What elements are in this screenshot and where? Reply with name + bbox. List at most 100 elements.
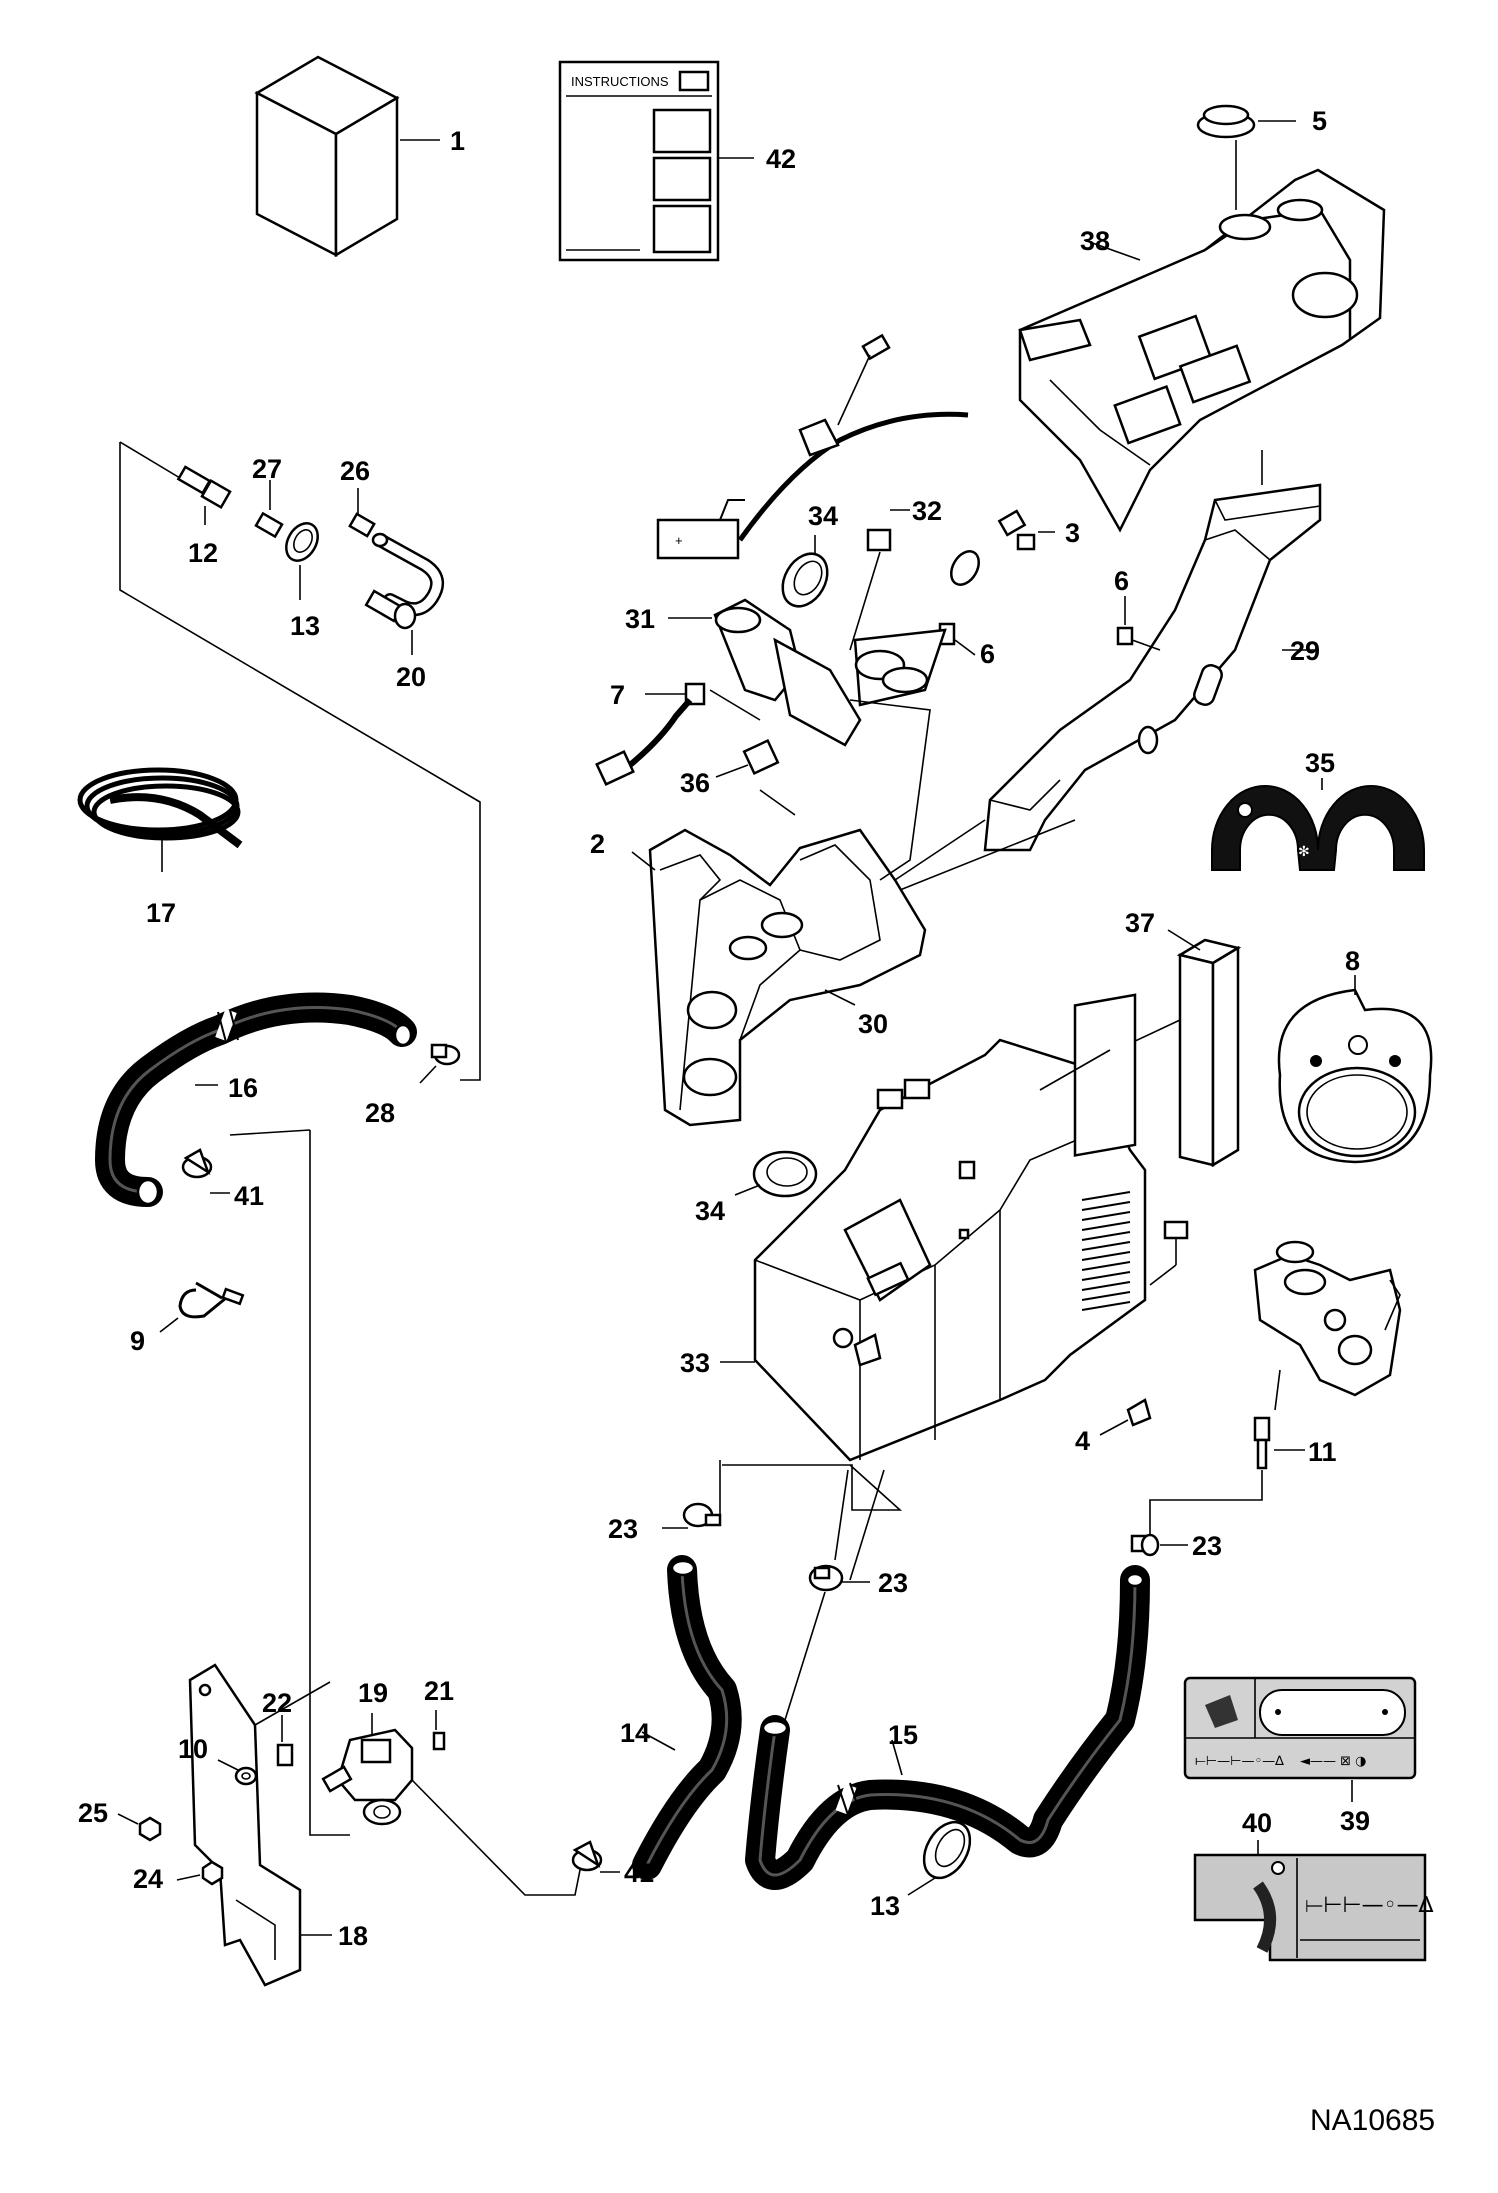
valve-routing-lines (229, 1129, 581, 1896)
callout-23c: 23 (1192, 1531, 1222, 1561)
callout-16: 16 (228, 1073, 258, 1103)
callout-25: 25 (78, 1798, 108, 1828)
callout-6a: 6 (1114, 566, 1129, 596)
svg-text:+: + (675, 533, 683, 548)
part-24-nut (176, 1860, 224, 1886)
svg-text:⟝⊢—⊢—◦—∆: ⟝⊢—⊢—◦—∆ (1195, 1754, 1284, 1769)
part-41-clamp-upper (181, 1148, 230, 1194)
svg-text:✻: ✻ (1298, 844, 1310, 860)
part-33-heater-housing (720, 993, 1147, 1462)
part-31-blower (668, 598, 862, 747)
part-6-screw-b (1116, 596, 1161, 651)
part-12-fitting (176, 465, 232, 525)
part-35-control-decal: ✻ (1211, 778, 1425, 871)
callout-5: 5 (1312, 106, 1327, 136)
callout-37: 37 (1125, 908, 1155, 938)
callout-20: 20 (396, 662, 426, 692)
callout-23b: 23 (878, 1568, 908, 1598)
part-23-clamp-left (662, 1502, 722, 1529)
callout-38: 38 (1080, 226, 1110, 256)
callout-33: 33 (680, 1348, 710, 1378)
part-10-washer (217, 1759, 258, 1786)
callout-3: 3 (1065, 518, 1080, 548)
callout-9: 9 (130, 1326, 145, 1356)
part-1-box (254, 55, 440, 258)
blower-motor-harness: + (656, 333, 969, 560)
callout-35: 35 (1305, 748, 1335, 778)
upper-left-fittings-frame (119, 441, 481, 1081)
part-26-clamp (348, 488, 376, 538)
part-20-tube (364, 532, 445, 655)
part-11-fitting (1149, 1369, 1305, 1540)
callout-41a: 41 (234, 1181, 264, 1211)
callout-8: 8 (1345, 946, 1360, 976)
engine-water-valve (1253, 1240, 1402, 1397)
part-23-clamp-center (808, 1564, 870, 1592)
callout-13a: 13 (290, 611, 320, 641)
document-id: NA10685 (1310, 2104, 1435, 2137)
housing-bolt (1149, 1220, 1189, 1286)
callout-7: 7 (610, 680, 625, 710)
callout-11: 11 (1308, 1437, 1337, 1467)
part-29-duct (894, 450, 1322, 881)
callout-15: 15 (888, 1720, 918, 1750)
callout-23a: 23 (608, 1514, 638, 1544)
callout-42: 42 (766, 144, 796, 174)
part-42-instructions-sheet: INSTRUCTIONS (558, 60, 754, 262)
callout-29: 29 (1290, 636, 1320, 666)
part-27-clamp (254, 480, 284, 539)
part-36-resistor (715, 738, 780, 778)
part-21-screw (432, 1710, 446, 1751)
part-2-plenum (631, 819, 1076, 1127)
part-16-hose (95, 992, 417, 1207)
part-38-console (1018, 168, 1386, 533)
callout-13b: 13 (870, 1891, 900, 1921)
svg-text:◄—— ⊠ ◑: ◄—— ⊠ ◑ (1300, 1754, 1367, 1769)
part-41-clamp-lower (571, 1840, 620, 1873)
part-23-clamp-right (1130, 1533, 1188, 1557)
part-37-foam-block (1019, 929, 1242, 1168)
callout-34b: 34 (695, 1196, 725, 1226)
callout-4: 4 (1075, 1426, 1090, 1456)
callout-1: 1 (450, 126, 465, 156)
callout-39: 39 (1340, 1806, 1370, 1836)
callout-14: 14 (620, 1718, 650, 1748)
part-34-grommet-upper (781, 535, 829, 608)
callout-2: 2 (590, 829, 605, 859)
part-39-decal: ⟝⊢—⊢—◦—∆ ◄—— ⊠ ◑ (1183, 1676, 1417, 1802)
part-22-bolt (276, 1715, 294, 1767)
part-6-screw-a (938, 622, 976, 656)
part-34-grommet-lower (734, 1150, 818, 1198)
part-5-grommet (1196, 104, 1296, 210)
callout-40: 40 (1242, 1808, 1272, 1838)
part-17-coiled-hose (77, 767, 243, 872)
part-13-grommet-upper (285, 522, 319, 600)
callout-24: 24 (133, 1864, 163, 1894)
part-13-grommet-lower (907, 1820, 972, 1896)
part-4-clip (1099, 1398, 1152, 1436)
callout-6b: 6 (980, 639, 995, 669)
callout-27: 27 (252, 454, 282, 484)
callout-10: 10 (178, 1734, 208, 1764)
part-15-hose (745, 1565, 1150, 1890)
part-19-valve (321, 1713, 414, 1826)
instructions-title: INSTRUCTIONS (571, 74, 669, 89)
hose-routing-lines (719, 1460, 903, 1721)
callout-34a: 34 (808, 501, 838, 531)
callout-36: 36 (680, 768, 710, 798)
callout-32: 32 (912, 496, 942, 526)
callout-31: 31 (625, 604, 655, 634)
callout-28: 28 (365, 1098, 395, 1128)
svg-text:⟝⊢⊢—◦—∆: ⟝⊢⊢—◦—∆ (1305, 1893, 1434, 1918)
part-40-decal: ⟝⊢⊢—◦—∆ (1193, 1840, 1434, 1962)
callout-17: 17 (146, 898, 176, 928)
callout-18: 18 (338, 1921, 368, 1951)
callout-41b: 41 (624, 1858, 654, 1888)
callout-21: 21 (424, 1676, 454, 1706)
part-14-hose (632, 1555, 742, 1880)
callout-12: 12 (188, 538, 218, 568)
part-8-decal (1277, 975, 1433, 1164)
part-32-clip (849, 509, 910, 651)
part-3-fastener (950, 509, 1055, 586)
